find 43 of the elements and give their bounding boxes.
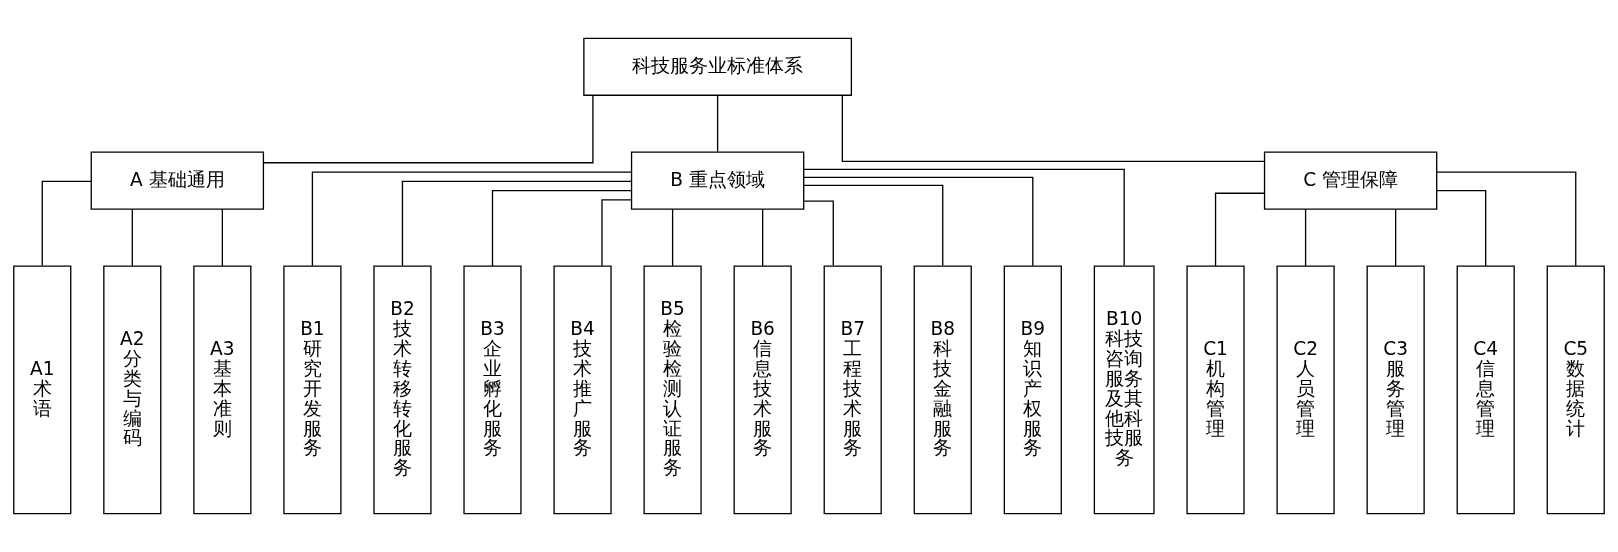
connector [803,184,944,267]
node-box: B4 技术推广服务 [553,265,612,515]
connector [601,199,632,267]
node-box: B7 工程技术服务 [823,265,882,515]
connector [762,208,764,267]
node-box: B6 信息技术服务 [733,265,792,515]
node-box: C4 信息管理 [1456,265,1515,515]
connector [1395,208,1397,267]
connector [262,94,594,164]
connector [1214,192,1265,267]
connector [803,176,1034,267]
connector [311,171,632,267]
connector [1436,189,1487,267]
node-box: B5 检验检测认证服务 [643,265,702,515]
connector [131,208,133,267]
connector [1436,171,1577,267]
node-box: 科技服务业标准体系 [583,37,853,96]
connector [41,180,92,267]
node-box: A1 术语 [13,265,72,515]
node-box: B1 研究开发服务 [283,265,342,515]
connector [803,168,1125,267]
node-box: B8 科技金融服务 [913,265,972,515]
node-box: C5 数据统计 [1546,265,1605,515]
node-box: B3 企业孵化服务 [463,265,522,515]
connector [671,208,674,267]
connector [841,95,1266,163]
connector [1304,208,1307,267]
node-box: C2 人员管理 [1276,265,1335,515]
connector [221,208,223,267]
node-box: B2 技术转移转化服务 [373,265,432,515]
node-box: C 管理保障 [1263,151,1438,210]
node-box: B9 知识产权服务 [1003,265,1062,515]
connector [803,200,834,267]
node-box: B10 科技咨询服务及其他科技服务 [1093,265,1155,515]
connector [491,189,632,267]
node-box: A3 基本准则 [193,265,252,515]
connector [401,180,633,267]
node-box: A2 分类与编码 [103,265,162,515]
node-box: C1 机构管理 [1186,265,1245,515]
connector [716,94,719,153]
node-box: C3 服务管理 [1366,265,1425,515]
node-box: B 重点领域 [630,151,805,210]
node-box: A 基础通用 [90,151,265,210]
